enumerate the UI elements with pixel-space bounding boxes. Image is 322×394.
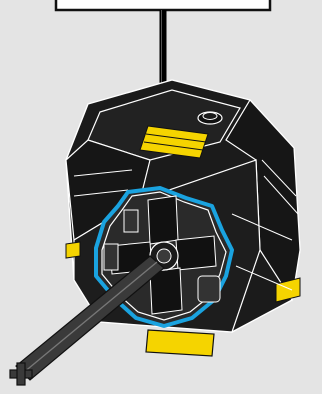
bottom-yellow-tab: [146, 330, 214, 356]
callout-box: [56, 0, 270, 10]
left-yellow-stripe: [66, 242, 80, 258]
top-stud: [198, 112, 222, 124]
